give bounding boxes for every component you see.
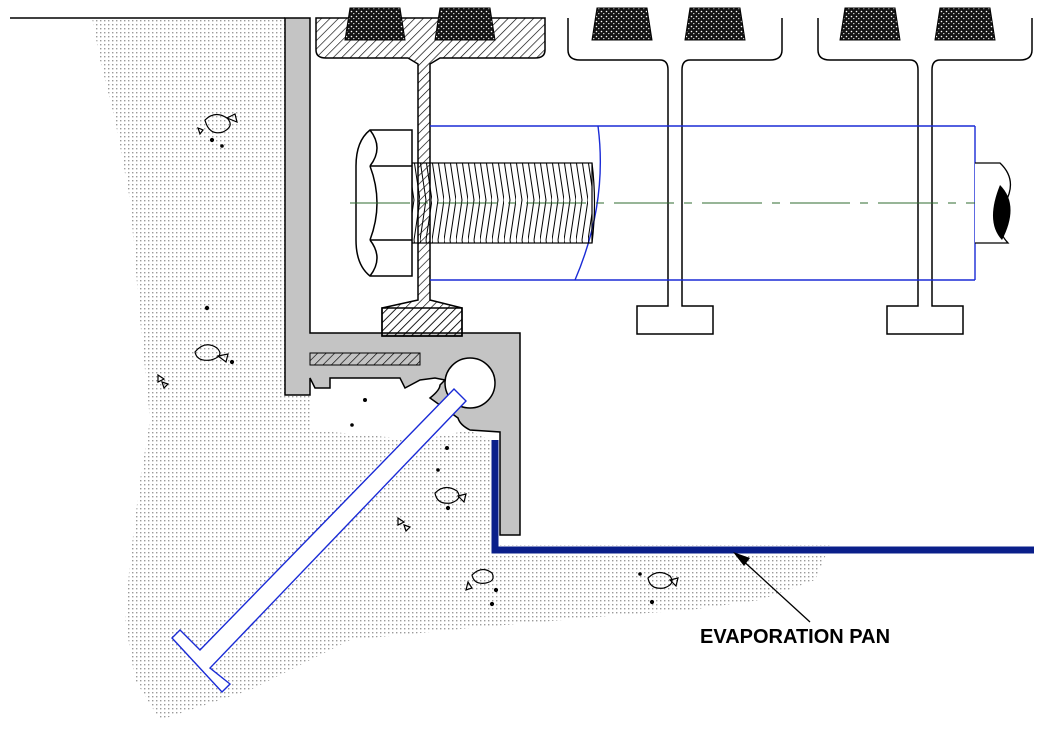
i-beam-3 (817, 18, 1033, 335)
i-beam-2 (567, 18, 783, 335)
shaft-break (975, 162, 1012, 244)
rubber-treads (344, 7, 996, 41)
arrow-icon (733, 552, 811, 623)
aggregate-stones (157, 113, 679, 607)
i-beam-hatched (315, 17, 546, 337)
concrete-mass (92, 18, 830, 720)
evaporation-pan (491, 440, 1034, 554)
evaporation-pan-label: EVAPORATION PAN (700, 626, 890, 648)
anchor-strap (171, 388, 467, 694)
